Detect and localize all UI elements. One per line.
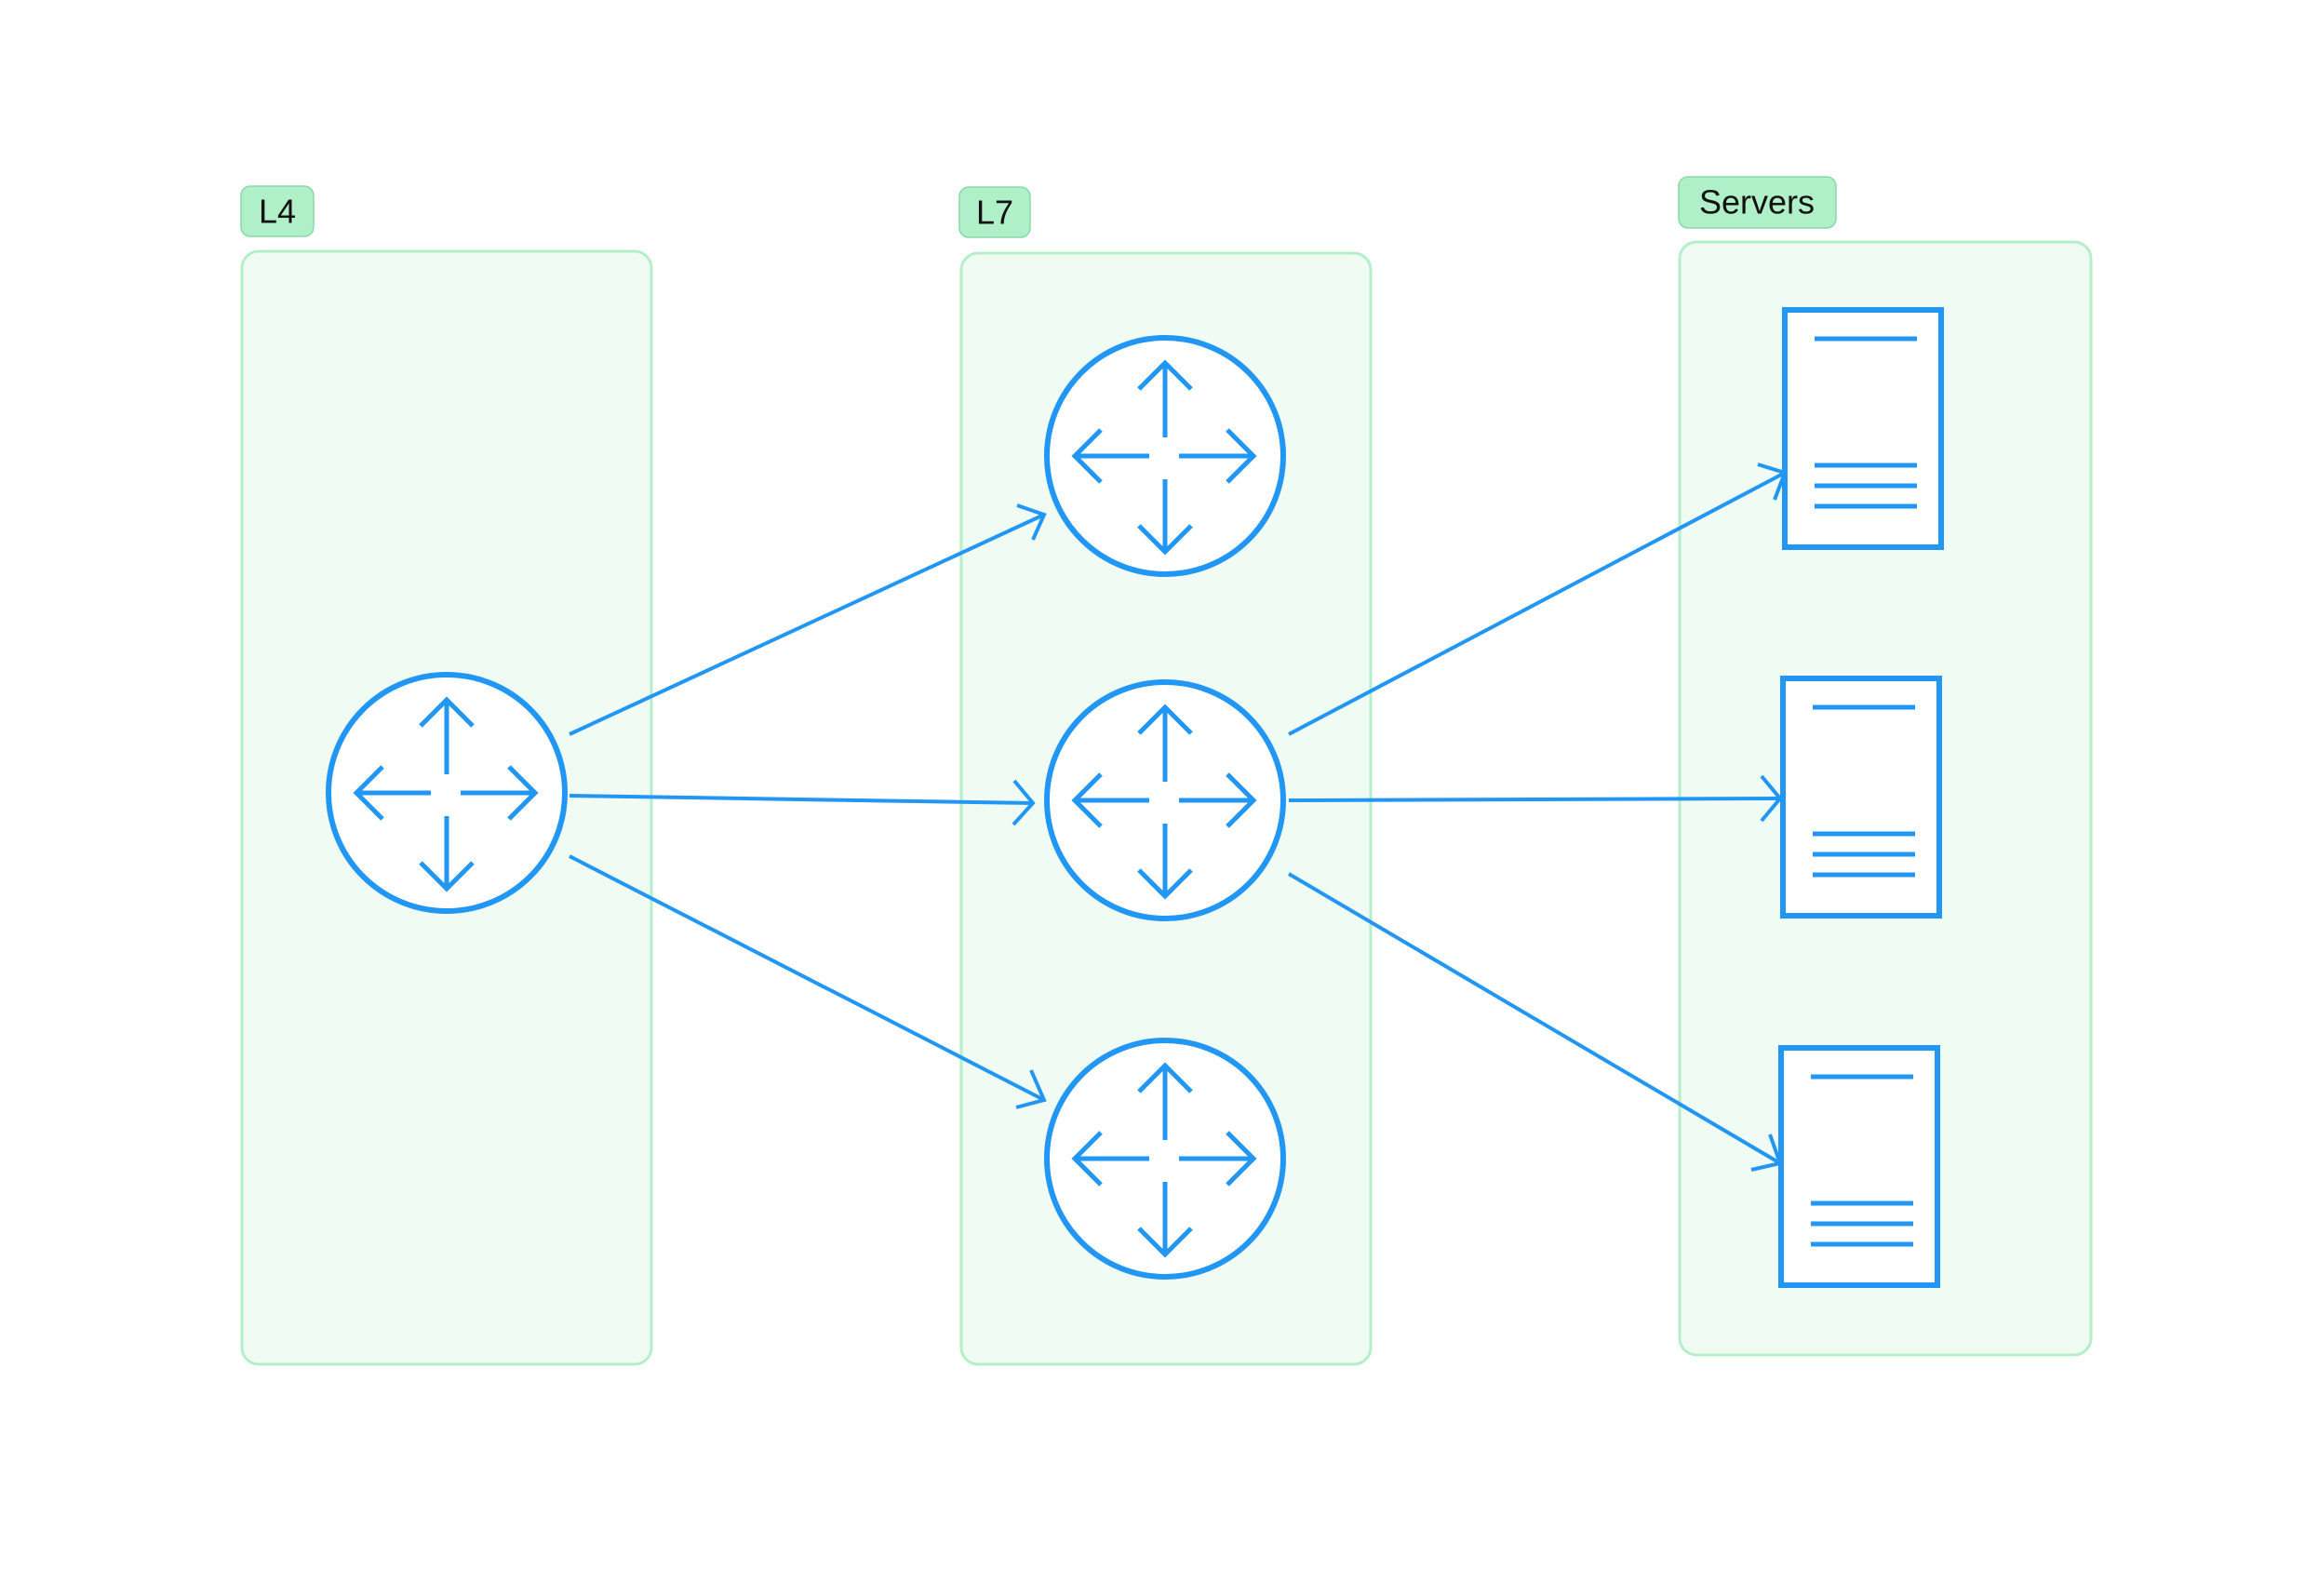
group-l4-tag (240, 185, 315, 237)
edge-l4-to-l7-router-3 (569, 854, 1047, 1109)
router-icon (328, 675, 565, 911)
server-icon (1781, 1048, 1937, 1285)
router-icon (1047, 682, 1283, 919)
edge-l4-to-l7-router-1 (569, 503, 1047, 736)
router-icon (1047, 1040, 1283, 1277)
group-l7-label: L7 (976, 194, 1013, 232)
connections (569, 463, 1788, 1172)
group-l7-tag (958, 186, 1031, 238)
server-icon (1785, 310, 1941, 547)
server-icon (1783, 678, 1939, 916)
group-l4-label: L4 (259, 193, 296, 231)
group-servers-tag (1678, 176, 1837, 229)
group-servers-label: Servers (1699, 183, 1815, 221)
router-icon (1047, 338, 1283, 574)
edge-l4-to-l7-router-2 (569, 779, 1036, 826)
